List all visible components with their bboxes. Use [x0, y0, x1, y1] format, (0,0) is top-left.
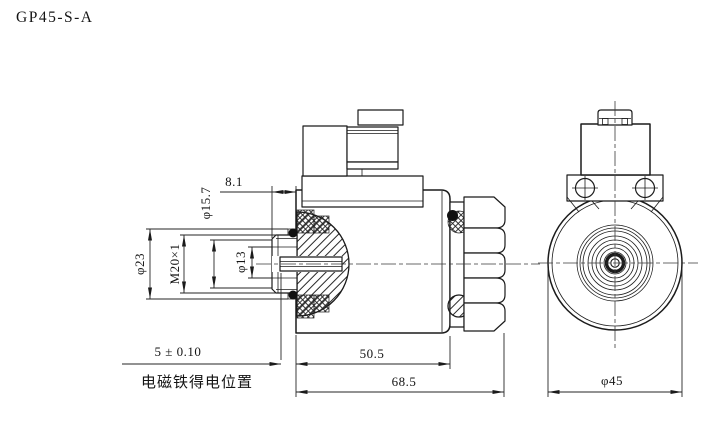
coil-core-hatch [313, 294, 330, 313]
dimension-dia13: φ13 [233, 246, 272, 279]
o-ring [288, 290, 298, 300]
dim-thread-label: M20×1 [167, 244, 182, 285]
connector-plug [346, 126, 399, 163]
dimension-dia15-7: φ15.7 [198, 187, 272, 289]
dim-68-5-label: 68.5 [392, 374, 417, 389]
dimension-dia45: φ45 [547, 268, 683, 397]
connector-gasket [346, 161, 399, 170]
dimension-thread-m20: M20×1 [167, 234, 276, 294]
drawing-title: GP45-S-A [16, 9, 93, 26]
dimension-8-1: 8.1 [220, 174, 297, 238]
terminal-pin [602, 118, 609, 125]
seal-dot [447, 210, 458, 221]
connector-block-front [580, 123, 651, 176]
coil-core-hatch [296, 209, 315, 234]
terminal-pin [621, 118, 628, 125]
coil-flange [301, 175, 424, 208]
mounting-screw [572, 176, 598, 200]
energized-position-label: 电磁铁得电位置 [141, 374, 253, 391]
dimension-5-0-10: 5 ± 0.10 电磁铁得电位置 [122, 273, 282, 391]
dimension-dia23: φ23 [132, 228, 288, 300]
end-view [538, 101, 698, 349]
connector-left-box [302, 125, 348, 177]
dimension-50-5: 50.5 [296, 336, 451, 369]
coil-core-hatch [313, 215, 330, 234]
main-section-view [256, 109, 540, 334]
knurled-nut [463, 196, 506, 332]
o-ring [288, 228, 298, 238]
dim-dia13-label: φ13 [233, 251, 248, 273]
dim-5-0-10-label: 5 ± 0.10 [155, 344, 202, 359]
terminal-front [597, 109, 633, 126]
dim-8-1-label: 8.1 [225, 174, 243, 189]
mounting-screw [632, 176, 658, 200]
dim-50-5-label: 50.5 [360, 346, 385, 361]
dim-dia45-label: φ45 [601, 373, 623, 388]
terminal-block [357, 109, 404, 126]
dim-dia23-label: φ23 [132, 253, 147, 275]
dim-dia15-7-label: φ15.7 [198, 187, 213, 220]
dimension-68-5: 68.5 [295, 333, 505, 397]
coil-core-hatch [296, 294, 315, 319]
